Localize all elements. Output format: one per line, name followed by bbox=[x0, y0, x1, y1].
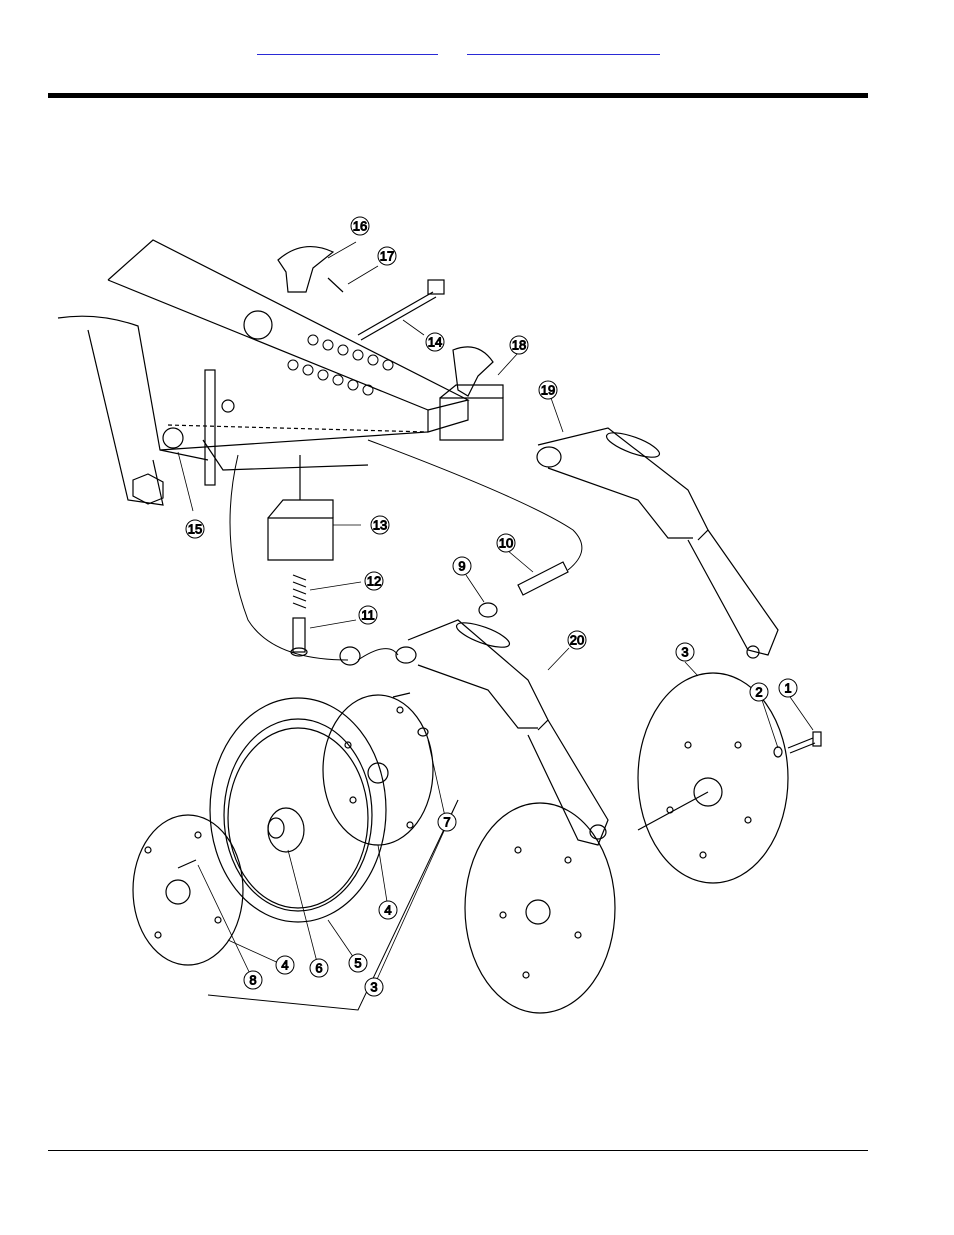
bolt-7 bbox=[418, 728, 428, 736]
main-frame bbox=[58, 240, 468, 505]
callout-6: 6 bbox=[310, 959, 328, 977]
svg-text:3: 3 bbox=[370, 980, 377, 995]
bushing-10 bbox=[518, 562, 568, 595]
callout-8: 8 bbox=[244, 971, 262, 989]
callout-4-rear: 4 bbox=[379, 901, 397, 919]
bolt-8 bbox=[178, 860, 196, 868]
callout-14: 14 bbox=[426, 333, 444, 351]
bolt-14 bbox=[358, 280, 444, 340]
svg-text:16: 16 bbox=[353, 219, 367, 234]
leader-curve-mid bbox=[358, 649, 398, 660]
block-13 bbox=[268, 455, 333, 560]
wheel-right bbox=[638, 673, 788, 883]
callout-5: 5 bbox=[349, 954, 367, 972]
bolt-top bbox=[393, 693, 410, 697]
callout-4-front: 4 bbox=[276, 956, 294, 974]
hub-6 bbox=[268, 808, 304, 852]
svg-text:12: 12 bbox=[367, 574, 381, 589]
callout-7: 7 bbox=[438, 813, 456, 831]
svg-text:4: 4 bbox=[384, 903, 391, 918]
svg-text:14: 14 bbox=[428, 335, 442, 350]
callout-16: 16 bbox=[351, 217, 369, 235]
callout-17: 17 bbox=[378, 247, 396, 265]
callout-15: 15 bbox=[186, 520, 204, 538]
pin-17 bbox=[328, 278, 343, 292]
frame-holes bbox=[288, 335, 393, 395]
svg-text:15: 15 bbox=[188, 522, 202, 537]
spring-12 bbox=[293, 575, 306, 608]
bushing-left bbox=[340, 647, 360, 665]
callout-11: 11 bbox=[359, 606, 377, 624]
header-link-2[interactable] bbox=[467, 44, 660, 55]
callout-13: 13 bbox=[371, 516, 389, 534]
svg-text:2: 2 bbox=[755, 685, 762, 700]
leader-curve-left bbox=[230, 455, 348, 660]
svg-text:17: 17 bbox=[380, 249, 394, 264]
callout-20: 20 bbox=[568, 631, 586, 649]
svg-text:6: 6 bbox=[315, 961, 322, 976]
svg-text:10: 10 bbox=[499, 536, 513, 551]
callouts: 16 17 14 18 19 15 13 12 11 10 9 20 3 2 1… bbox=[186, 217, 797, 996]
callout-18: 18 bbox=[510, 336, 528, 354]
callout-10: 10 bbox=[497, 534, 515, 552]
callout-19: 19 bbox=[539, 381, 557, 399]
bottom-rule bbox=[48, 1150, 868, 1151]
header-link-1[interactable] bbox=[257, 44, 438, 55]
callout-3-bottom: 3 bbox=[365, 978, 383, 996]
svg-text:3: 3 bbox=[681, 645, 688, 660]
svg-text:20: 20 bbox=[570, 633, 584, 648]
svg-text:19: 19 bbox=[541, 383, 555, 398]
exploded-parts-diagram: 16 17 14 18 19 15 13 12 11 10 9 20 3 2 1… bbox=[48, 200, 848, 1020]
disc-4-rear bbox=[323, 695, 433, 845]
callout-12: 12 bbox=[365, 572, 383, 590]
callout-1: 1 bbox=[779, 679, 797, 697]
svg-text:5: 5 bbox=[354, 956, 361, 971]
svg-text:7: 7 bbox=[443, 815, 450, 830]
svg-text:13: 13 bbox=[373, 518, 387, 533]
bolt-11 bbox=[291, 618, 307, 656]
callout-2: 2 bbox=[750, 683, 768, 701]
handle-16 bbox=[278, 247, 333, 292]
svg-text:18: 18 bbox=[512, 338, 526, 353]
leader-curve-right bbox=[368, 440, 582, 570]
top-rule bbox=[48, 93, 868, 98]
arm-19 bbox=[537, 428, 778, 658]
wheel-front bbox=[465, 803, 615, 1013]
bushing-9 bbox=[479, 603, 497, 617]
svg-text:11: 11 bbox=[361, 608, 375, 623]
svg-text:4: 4 bbox=[281, 958, 288, 973]
svg-text:8: 8 bbox=[249, 973, 256, 988]
callout-9: 9 bbox=[453, 557, 471, 575]
svg-text:9: 9 bbox=[458, 559, 465, 574]
svg-text:1: 1 bbox=[784, 681, 791, 696]
callout-3-right: 3 bbox=[676, 643, 694, 661]
